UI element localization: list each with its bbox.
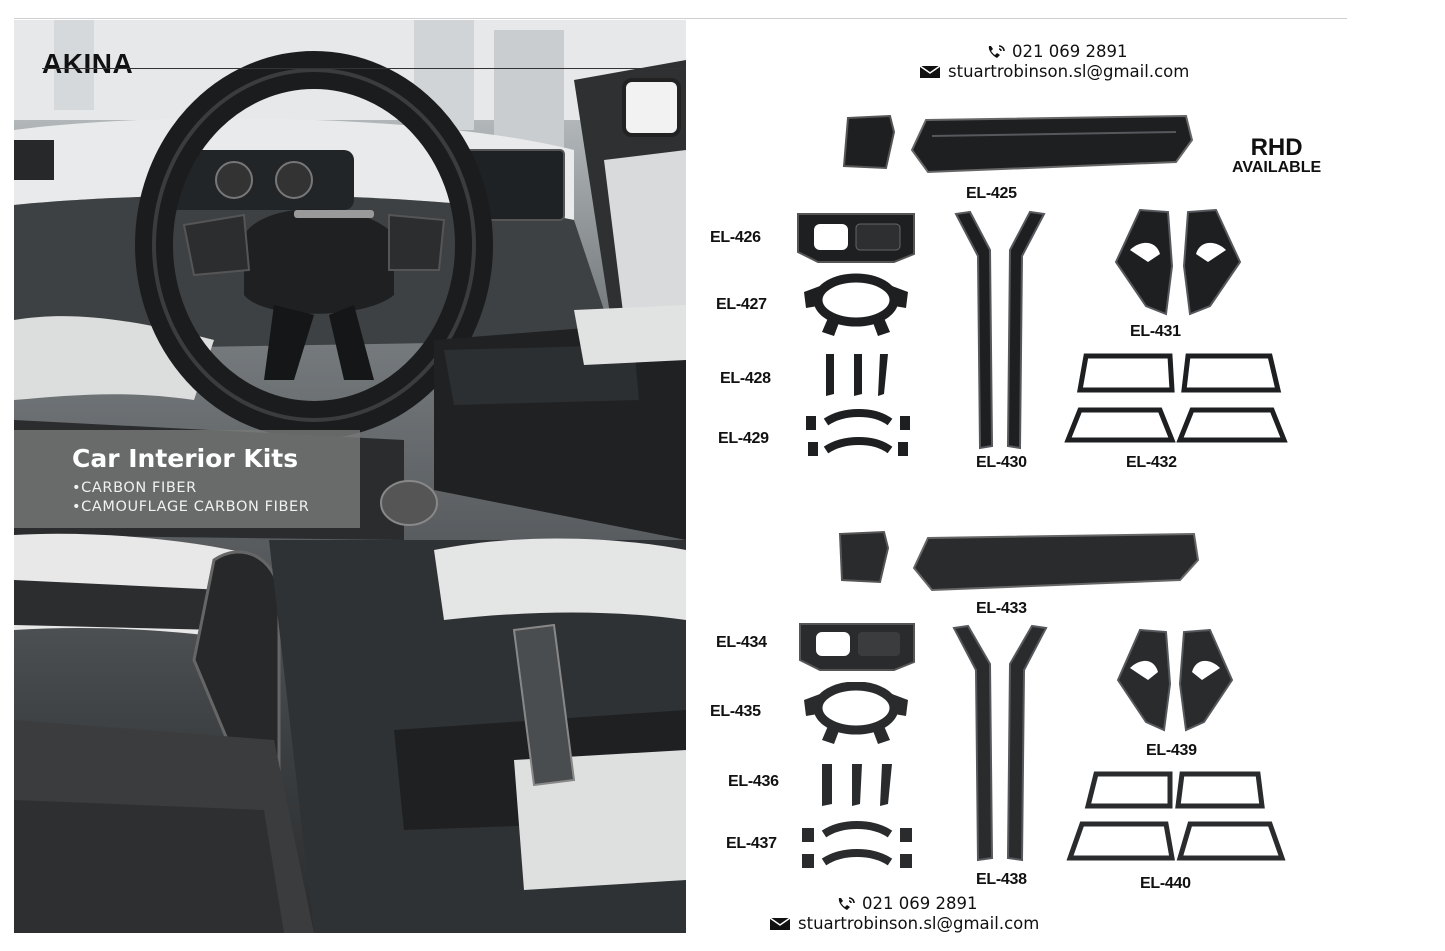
part-code-el-426: EL-426: [710, 229, 761, 246]
available-label: AVAILABLE: [1232, 159, 1322, 176]
part-image-el-438: [952, 624, 1048, 862]
part-image-el-426: [797, 213, 915, 263]
phone-number: 021 069 2891: [862, 894, 978, 913]
part-code-el-433: EL-433: [976, 600, 1027, 617]
part-image-el-427: [804, 273, 908, 336]
contact-email-bottom: stuartrobinson.sl@gmail.com: [768, 914, 1039, 933]
part-code-el-436: EL-436: [728, 773, 779, 790]
part-code-el-427: EL-427: [716, 296, 767, 313]
caption-box: Car Interior Kits •CARBON FIBER •CAMOUFL…: [14, 430, 360, 528]
brand-rule: [42, 68, 686, 69]
phone-icon: [988, 44, 1005, 58]
part-image-el-436: [822, 764, 892, 806]
email-address: stuartrobinson.sl@gmail.com: [798, 914, 1040, 933]
part-image-el-439: [1116, 628, 1234, 732]
phone-icon: [838, 896, 855, 910]
part-image-el-435: [804, 682, 908, 744]
part-code-el-431: EL-431: [1130, 323, 1181, 340]
part-code-el-434: EL-434: [716, 634, 767, 651]
caption-line-2: •CAMOUFLAGE CARBON FIBER: [72, 499, 310, 515]
part-image-el-428: [826, 354, 888, 396]
part-code-el-439: EL-439: [1146, 742, 1197, 759]
part-image-el-437: [802, 821, 912, 868]
page-top-rule: [14, 18, 1347, 19]
part-code-el-440: EL-440: [1140, 875, 1191, 892]
part-code-el-438: EL-438: [976, 871, 1027, 888]
part-code-el-435: EL-435: [710, 703, 761, 720]
contact-phone-top: 021 069 2891: [986, 42, 1127, 61]
part-image-el-433: [838, 530, 1200, 592]
part-code-el-425: EL-425: [966, 185, 1017, 202]
part-image-el-432: [1064, 353, 1288, 443]
part-code-el-437: EL-437: [726, 835, 777, 852]
email-address: stuartrobinson.sl@gmail.com: [948, 62, 1190, 81]
caption-line-1: •CARBON FIBER: [72, 480, 197, 496]
part-code-el-429: EL-429: [718, 430, 769, 447]
part-image-el-434: [799, 623, 915, 671]
interior-photo: AKINA Car Interior Kits •CARBON FIBER •C…: [14, 20, 686, 933]
part-image-el-425: [842, 114, 1194, 174]
phone-number: 021 069 2891: [1012, 42, 1128, 61]
part-image-el-431: [1114, 208, 1242, 316]
contact-phone-bottom: 021 069 2891: [836, 894, 977, 913]
part-code-el-432: EL-432: [1126, 454, 1177, 471]
mail-icon: [919, 64, 941, 78]
part-code-el-430: EL-430: [976, 454, 1027, 471]
part-image-el-440: [1066, 771, 1286, 861]
part-image-el-430: [954, 210, 1046, 450]
brand-logo: AKINA: [42, 48, 134, 79]
part-image-el-429: [806, 409, 910, 456]
mail-icon: [769, 916, 791, 930]
contact-email-top: stuartrobinson.sl@gmail.com: [918, 62, 1189, 81]
rhd-label: RHD: [1250, 134, 1303, 161]
part-code-el-428: EL-428: [720, 370, 771, 387]
rhd-badge: RHD AVAILABLE: [1232, 136, 1321, 176]
caption-title: Car Interior Kits: [72, 444, 299, 473]
